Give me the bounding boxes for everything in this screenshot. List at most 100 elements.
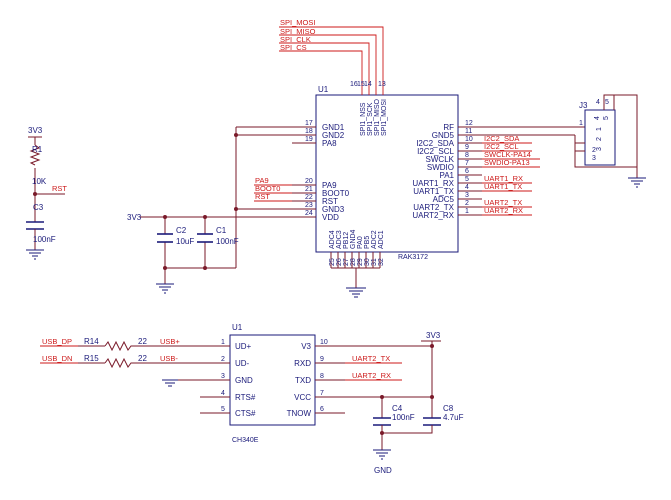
pin-pb12: PB12	[343, 232, 350, 249]
net-swclk-pa14: SWCLK-PA14	[484, 150, 531, 159]
pin-10-num: 10	[465, 136, 473, 143]
pin-32-num: 32	[378, 258, 385, 266]
j3-pin4-num: 4	[596, 99, 600, 106]
pin-5-num: 5	[465, 176, 469, 183]
ch-pin1-num: 1	[221, 339, 225, 346]
j3-inner-1: 1	[596, 127, 603, 131]
net-spi-mosi: SPI_MOSI	[280, 18, 315, 27]
j3-inner-5: 5	[603, 116, 610, 120]
r15-resistor	[104, 357, 230, 369]
r1-ref: R1	[32, 145, 43, 154]
ch-pin4-num: 4	[221, 390, 225, 397]
pin-23-num: 23	[305, 202, 313, 209]
pin-22-num: 22	[305, 194, 313, 201]
j3-inner-3: 3	[596, 147, 603, 151]
net-usb-plus: USB+	[160, 337, 180, 346]
pin-adc5: ADC5	[433, 195, 455, 204]
ground-symbol-reset	[26, 249, 44, 260]
pin-spi1-sck: SPI1_SCK	[367, 102, 374, 136]
net-ch-uart2-tx: UART2_TX	[352, 354, 390, 363]
pin-1-num: 1	[465, 208, 469, 215]
pin-vdd: VDD	[322, 213, 339, 222]
j3-inner-2: 2	[596, 137, 603, 141]
ch-pin-gnd: GND	[235, 376, 253, 385]
net-uart1-rx: UART1_RX	[484, 174, 523, 183]
pin-gnd4: GND4	[350, 229, 357, 249]
net-uart2-tx: UART2_TX	[484, 198, 522, 207]
net-usb-minus: USB-	[160, 354, 178, 363]
pin-6-num: 6	[465, 168, 469, 175]
ch340e-section: U1 CH340E USB_DP USB_DN R14 R15 22 22 US…	[40, 323, 464, 475]
ch-pin-vcc: VCC	[294, 393, 311, 402]
c8-value: 4.7uF	[443, 413, 464, 422]
usb-vcc-label: 3V3	[426, 331, 441, 340]
ch-pin-udp: UD+	[235, 342, 252, 351]
rak-left-pins: 17 18 19 20 21 22 23 24 GND1 GND2 PA8 PA…	[140, 120, 350, 222]
spi-pin-14-num: 14	[364, 81, 372, 88]
net-rst-reset: RST	[52, 184, 67, 193]
pin-spi1-mosi: SPI1_MOSI	[381, 99, 388, 136]
ch-pin-cts: CTS#	[235, 409, 256, 418]
ch-pin7-num: 7	[320, 390, 324, 397]
net-spi-cs: SPI_CS	[280, 43, 307, 52]
ch-pin-rts: RTS#	[235, 393, 256, 402]
c4-ref: C4	[392, 404, 403, 413]
c3-ref: C3	[33, 203, 44, 212]
pin-28-num: 28	[350, 258, 357, 266]
pin-swdio: SWDIO	[427, 163, 454, 172]
vdd-3v3-label: 3V3	[127, 213, 142, 222]
pin-swclk: SWCLK	[426, 155, 455, 164]
ground-symbol-usb	[373, 449, 391, 460]
ch-pin-tnow: TNOW	[287, 409, 312, 418]
c2-value: 10uF	[176, 237, 194, 246]
pin-rf: RF	[443, 123, 454, 132]
ch-pin-udm: UD-	[235, 359, 250, 368]
r14-value: 22	[138, 337, 147, 346]
j3-body	[584, 109, 616, 166]
pin-pb5: PB5	[364, 236, 371, 249]
pin-pa8: PA8	[322, 139, 337, 148]
j3-pin5-num: 5	[605, 99, 609, 106]
ch-pin9-num: 9	[320, 356, 324, 363]
ground-symbol-j3	[628, 177, 646, 188]
rak3172-part: RAK3172	[398, 254, 428, 261]
pin-3-num: 3	[465, 192, 469, 199]
pin-rst: RST	[322, 197, 338, 206]
net-swdio-pa13: SWDIO-PA13	[484, 158, 530, 167]
antenna-connector-j3: J3 1 2 3 4 5 4 5 1 2 3	[574, 94, 646, 188]
r14-ref: R14	[84, 337, 99, 346]
pin-i2c2-scl: I2C2_SCL	[417, 147, 454, 156]
net-rst: RST	[255, 192, 270, 201]
ground-symbol-caps	[156, 283, 174, 294]
rak-decoupling: 3V3 C2 10uF C1 100nF	[127, 127, 239, 294]
pin-29-num: 29	[357, 258, 364, 266]
pin-31-num: 31	[371, 258, 378, 266]
pin-17-num: 17	[305, 120, 313, 127]
ground-symbol-ch340	[162, 379, 178, 387]
pin-4-num: 4	[465, 184, 469, 191]
r14-resistor	[104, 340, 230, 352]
pin-adc4: ADC4	[329, 230, 336, 249]
pin-boot0: BOOT0	[322, 189, 350, 198]
pin-uart1-tx: UART1_TX	[413, 187, 454, 196]
pin-19-num: 19	[305, 136, 313, 143]
r1-value: 10K	[32, 177, 47, 186]
pin-pa9: PA9	[322, 181, 337, 190]
pin-7-num: 7	[465, 160, 469, 167]
rak3172-body	[315, 94, 459, 253]
pin-12-num: 12	[465, 120, 473, 127]
c2-ref: C2	[176, 226, 187, 235]
ch-pin-rxd: RXD	[294, 359, 311, 368]
reset-circuit: 3V3 R1 10K RST C3 100nF	[26, 126, 67, 260]
pin-9-num: 9	[465, 144, 469, 151]
c3-value: 100nF	[33, 235, 56, 244]
spi-pin-16-num: 16	[350, 81, 358, 88]
rak3172-section: U1 RAK3172 SPI_MOSI SPI_MISO SPI_CLK SPI…	[127, 18, 585, 298]
j3-ref: J3	[579, 101, 588, 110]
r1-resistor	[29, 144, 41, 166]
gnd-label: GND	[374, 466, 392, 475]
pin-26-num: 26	[336, 258, 343, 266]
spi-pin-13-num: 13	[378, 81, 386, 88]
ch-pin8-num: 8	[320, 373, 324, 380]
pin-uart1-rx: UART1_RX	[412, 179, 454, 188]
